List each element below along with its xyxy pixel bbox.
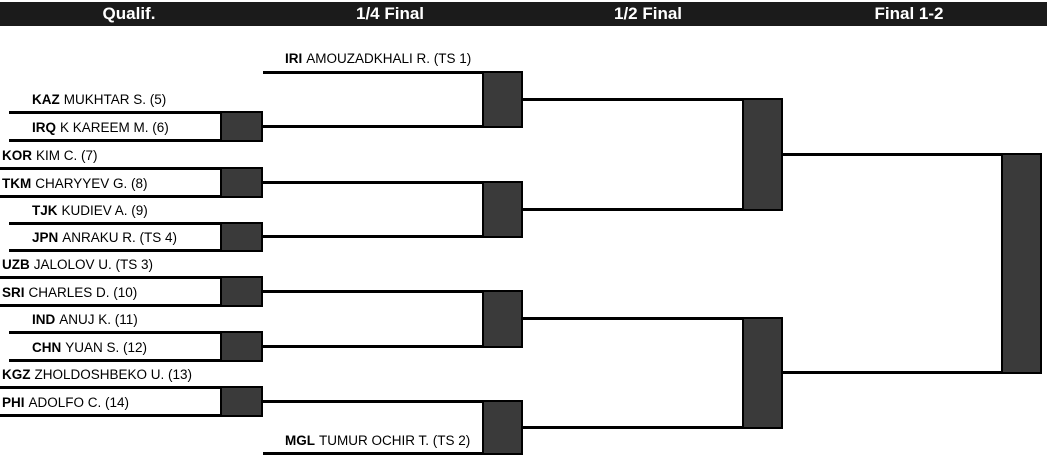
match-box-final [1001, 153, 1042, 374]
entrant-name: ANUJ K. (11) [59, 312, 138, 327]
match-box-qualif-2 [220, 167, 263, 198]
match-box-qualif-5 [220, 331, 263, 362]
entrant-baseline [9, 249, 263, 252]
entrant-country-code: KGZ [2, 367, 31, 382]
entrant-baseline [9, 139, 263, 142]
entrant-baseline [9, 331, 263, 334]
entrant-name: ADOLFO C. (14) [28, 395, 130, 410]
entrant-country-code: SRI [2, 285, 25, 300]
entrant-name: KUDIEV A. (9) [61, 203, 148, 218]
entrant-country-code: IRI [285, 51, 303, 66]
match-box-qualif-3 [220, 222, 263, 252]
entrant-name: K KAREEM M. (6) [60, 120, 169, 135]
entrant-country-code: IND [32, 312, 56, 327]
round-header-semifinal: 1/2 Final [613, 4, 683, 23]
match-box-semifinal-1 [742, 98, 783, 211]
entrant-name: JALOLOV U. (TS 3) [33, 257, 154, 272]
entrant-country-code: KAZ [32, 92, 60, 107]
entrant-kor: KOR KIM C. (7) [2, 148, 98, 164]
entrant-baseline [9, 359, 263, 362]
entrant-name: CHARYYEV G. (8) [35, 176, 148, 191]
connector-quarterfinal-4 [523, 426, 742, 429]
entrant-baseline [0, 276, 263, 279]
entrant-name: TUMUR OCHIR T. (TS 2) [319, 433, 471, 448]
connector-qualif-3 [263, 235, 482, 238]
round-header-quarterfinal: 1/4 Final [355, 4, 425, 23]
entrant-country-code: TJK [32, 203, 58, 218]
entrant-baseline [0, 167, 263, 170]
match-box-quarterfinal-1 [482, 71, 523, 128]
entrant-baseline [0, 195, 263, 198]
connector-quarterfinal-2 [523, 208, 742, 211]
match-box-semifinal-2 [742, 317, 783, 429]
entrant-country-code: IRQ [32, 120, 57, 135]
match-box-qualif-4 [220, 276, 263, 307]
entrant-baseline [9, 222, 263, 225]
connector-quarterfinal-3 [523, 317, 742, 320]
entrant-country-code: TKM [2, 176, 32, 191]
entrant-baseline [0, 304, 263, 307]
match-box-quarterfinal-4 [482, 400, 523, 455]
entrant-name: ANRAKU R. (TS 4) [62, 230, 178, 245]
entrant-country-code: JPN [32, 230, 59, 245]
round-header-final: Final 1-2 [874, 4, 944, 23]
entrant-name: KIM C. (7) [36, 148, 98, 163]
entrant-country-code: UZB [2, 257, 30, 272]
round-header-bar: Qualif. 1/4 Final 1/2 Final Final 1-2 [0, 2, 1047, 26]
entrant-baseline [0, 414, 263, 417]
match-box-qualif-6 [220, 386, 263, 417]
entrant-mgl: MGL TUMUR OCHIR T. (TS 2) [285, 433, 470, 449]
entrant-name: ZHOLDOSHBEKO U. (13) [34, 367, 193, 382]
entrant-country-code: KOR [2, 148, 32, 163]
connector-qualif-2 [263, 181, 482, 184]
entrant-baseline-bye-top [263, 71, 523, 74]
entrant-name: MUKHTAR S. (5) [63, 92, 167, 107]
entrant-baseline [9, 111, 263, 114]
entrant-baseline-bye-bottom [263, 452, 523, 455]
connector-qualif-5 [263, 345, 482, 348]
entrant-baseline [0, 386, 263, 389]
match-box-quarterfinal-2 [482, 181, 523, 238]
match-box-quarterfinal-3 [482, 290, 523, 348]
entrant-name: AMOUZADKHALI R. (TS 1) [306, 51, 472, 66]
round-header-qualif: Qualif. [102, 4, 156, 23]
entrant-country-code: PHI [2, 395, 25, 410]
connector-qualif-6 [263, 400, 482, 403]
connector-quarterfinal-1 [523, 98, 742, 101]
connector-semifinal-2 [783, 371, 1001, 374]
connector-semifinal-1 [783, 153, 1001, 156]
connector-qualif-4 [263, 290, 482, 293]
entrant-name: CHARLES D. (10) [28, 285, 138, 300]
match-box-qualif-1 [220, 111, 263, 142]
entrant-country-code: MGL [285, 433, 315, 448]
connector-qualif-1 [263, 125, 482, 128]
entrant-country-code: CHN [32, 340, 62, 355]
entrant-name: YUAN S. (12) [65, 340, 148, 355]
